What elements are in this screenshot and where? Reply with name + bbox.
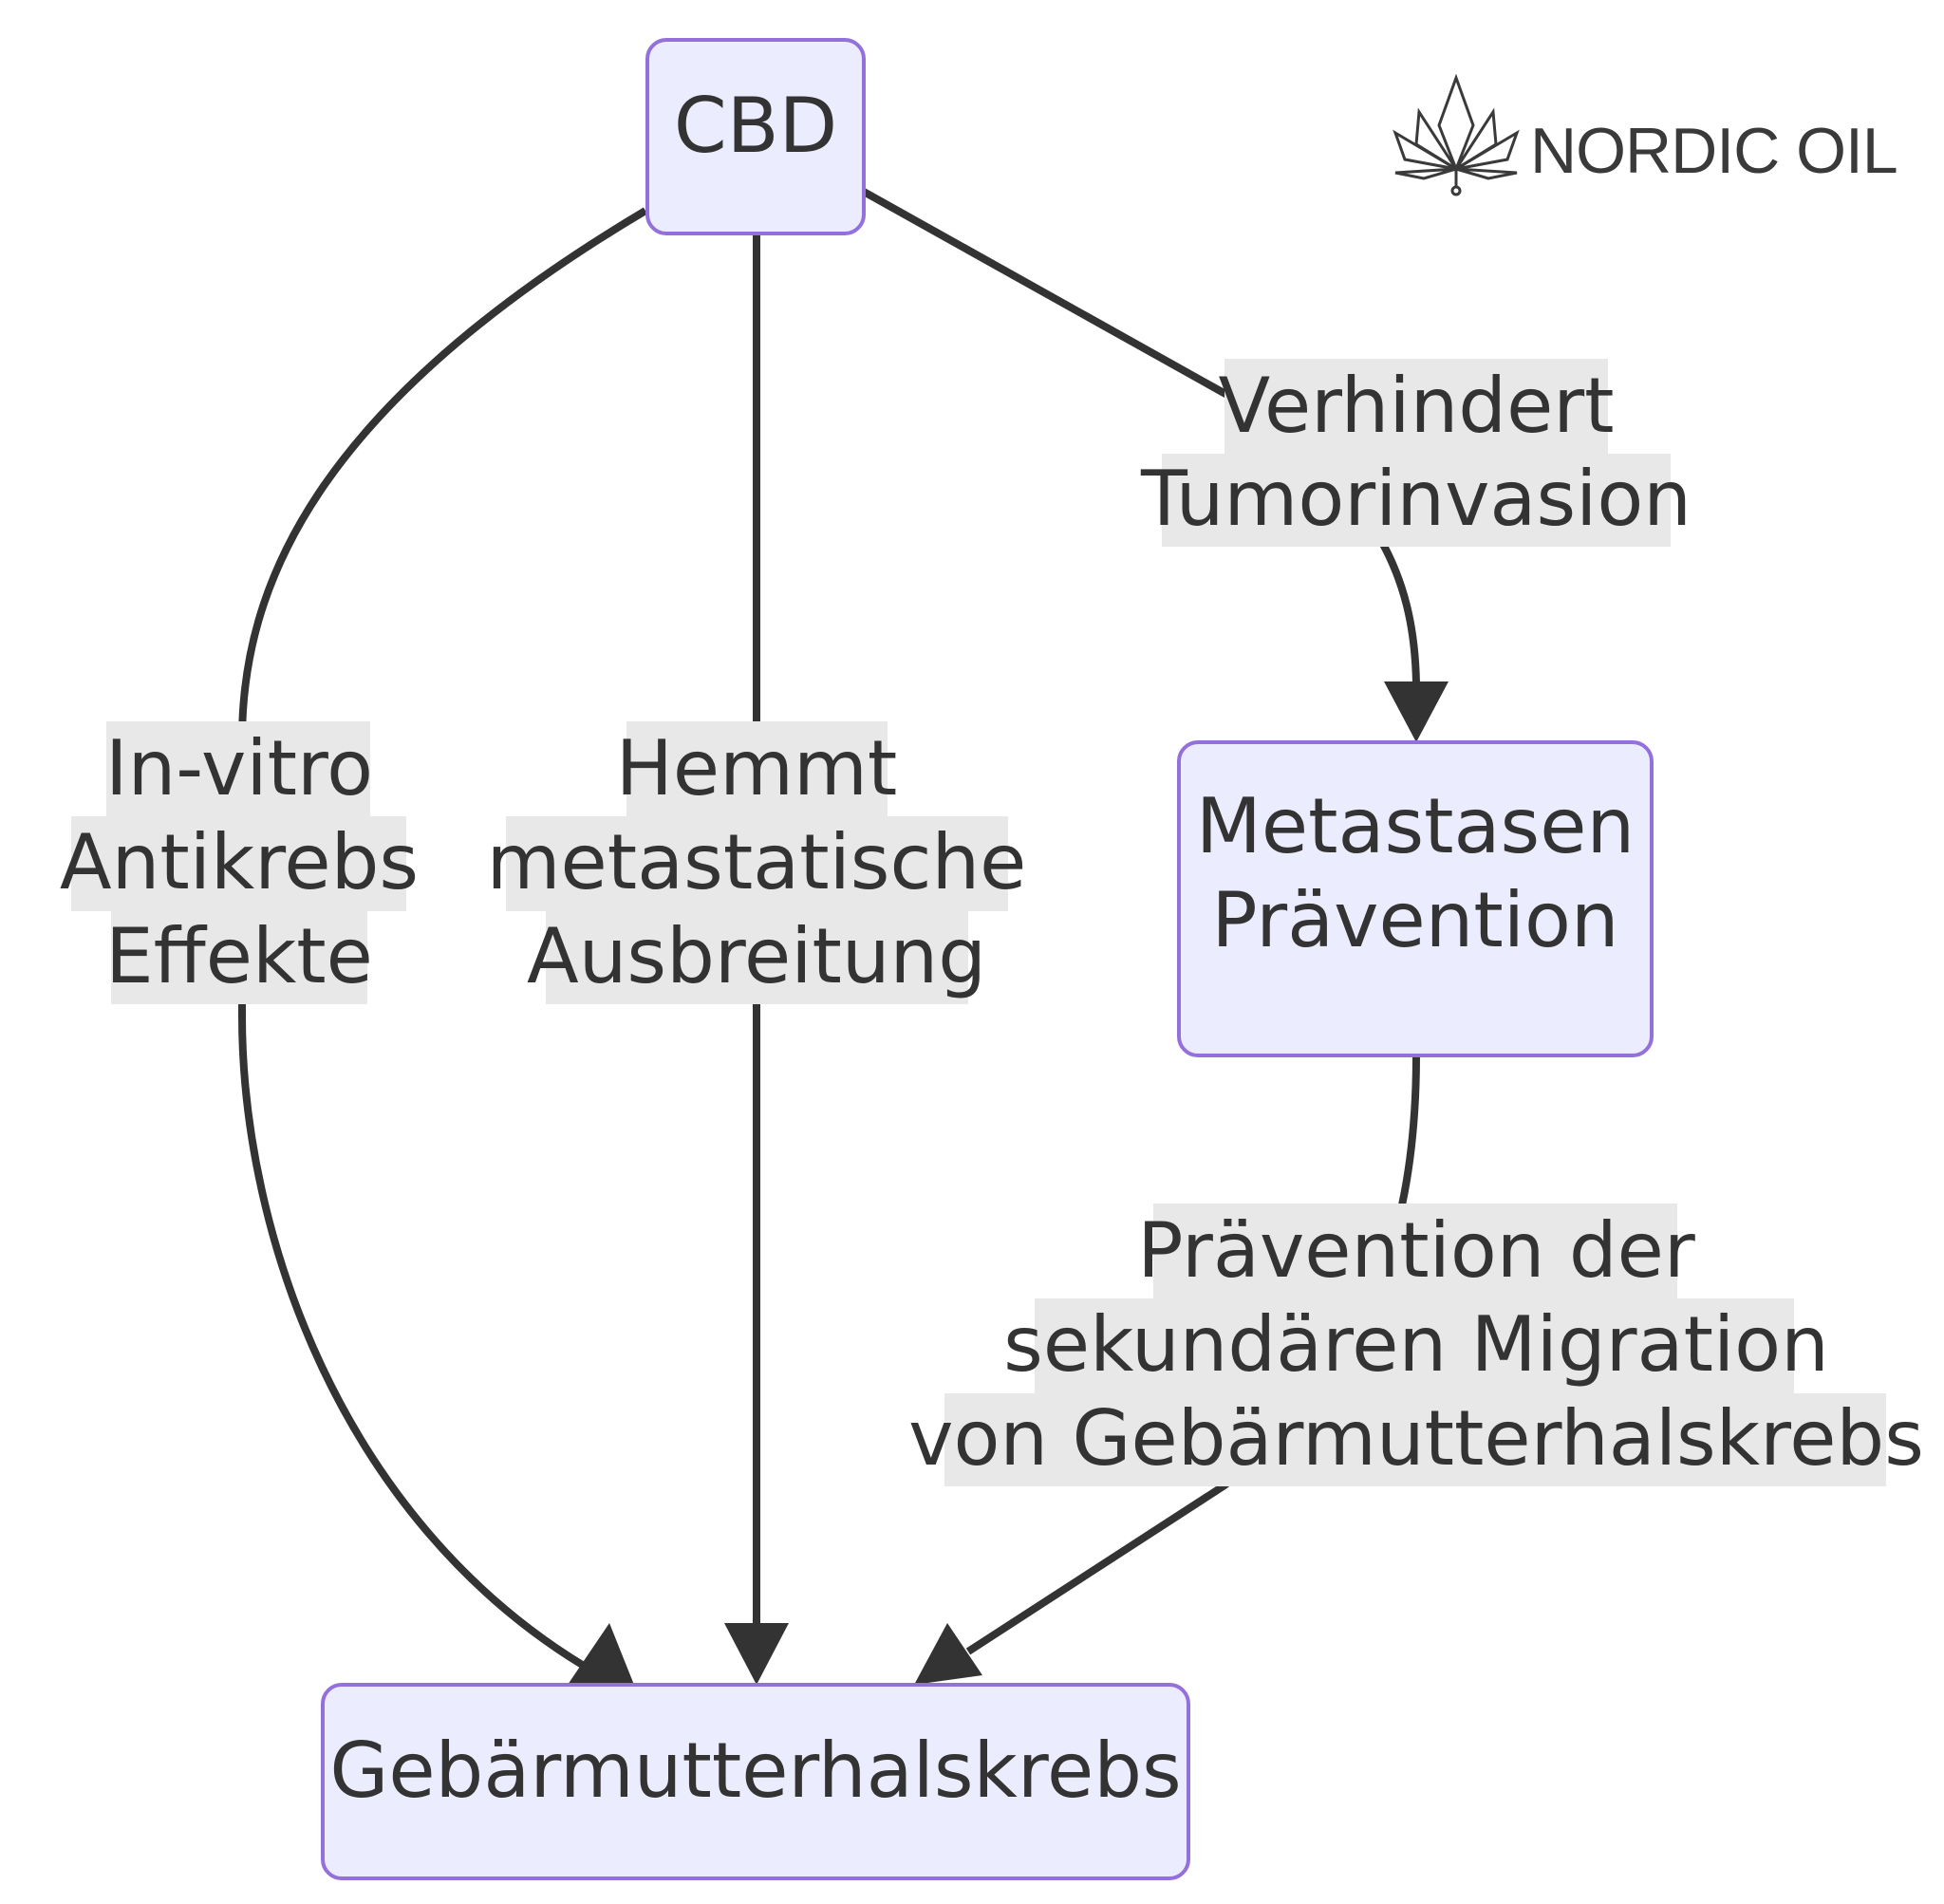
arrowhead-hemmt <box>724 1623 789 1685</box>
node-gebaermutterhalskrebs: Gebärmutterhalskrebs <box>321 1683 1190 1880</box>
edge-label-line: sekundären Migration <box>1003 1300 1829 1389</box>
edge-label-line: Effekte <box>105 912 373 1000</box>
node-label: Gebärmutterhalskrebs <box>329 1727 1181 1815</box>
edge-label-verhindert: Verhindert Tumorinvasion <box>1140 359 1692 547</box>
edge-label-line: Hemmt <box>616 724 898 812</box>
node-cbd: CBD <box>645 38 866 235</box>
cannabis-leaf-icon <box>1393 73 1520 196</box>
arrowhead-verhindert <box>1384 681 1449 742</box>
nordic-oil-logo: NORDIC OIL <box>1393 73 1898 196</box>
arrowheads <box>568 681 1449 1685</box>
node-label: Prävention <box>1211 876 1618 964</box>
edge-label-line: Antikrebs <box>60 818 419 906</box>
logo-text: NORDIC OIL <box>1530 115 1897 187</box>
node-label: Metastasen <box>1196 782 1635 870</box>
edge-label-line: metastatische <box>487 818 1027 906</box>
edge-label-line: Tumorinvasion <box>1140 455 1692 543</box>
arrowhead-praevention <box>914 1623 982 1685</box>
edge-label-hemmt: Hemmt metastatische Ausbreitung <box>487 721 1027 1004</box>
node-label: CBD <box>674 82 837 170</box>
edge-label-line: In-vitro <box>105 724 373 812</box>
node-metastasen-praevention: Metastasen Prävention <box>1177 740 1654 1057</box>
edge-label-line: von Gebärmutterhalskrebs <box>908 1394 1924 1483</box>
edge-label-invitro: In-vitro Antikrebs Effekte <box>60 721 419 1004</box>
arrowhead-invitro <box>568 1623 634 1685</box>
edge-label-line: Verhindert <box>1218 362 1614 450</box>
edge-cbd-to-krebs-invitro <box>238 207 648 1670</box>
edge-label-praevention: Prävention der sekundären Migration von … <box>908 1204 1924 1486</box>
edge-label-line: Ausbreitung <box>527 912 986 1000</box>
edge-label-line: Prävention der <box>1137 1206 1695 1295</box>
